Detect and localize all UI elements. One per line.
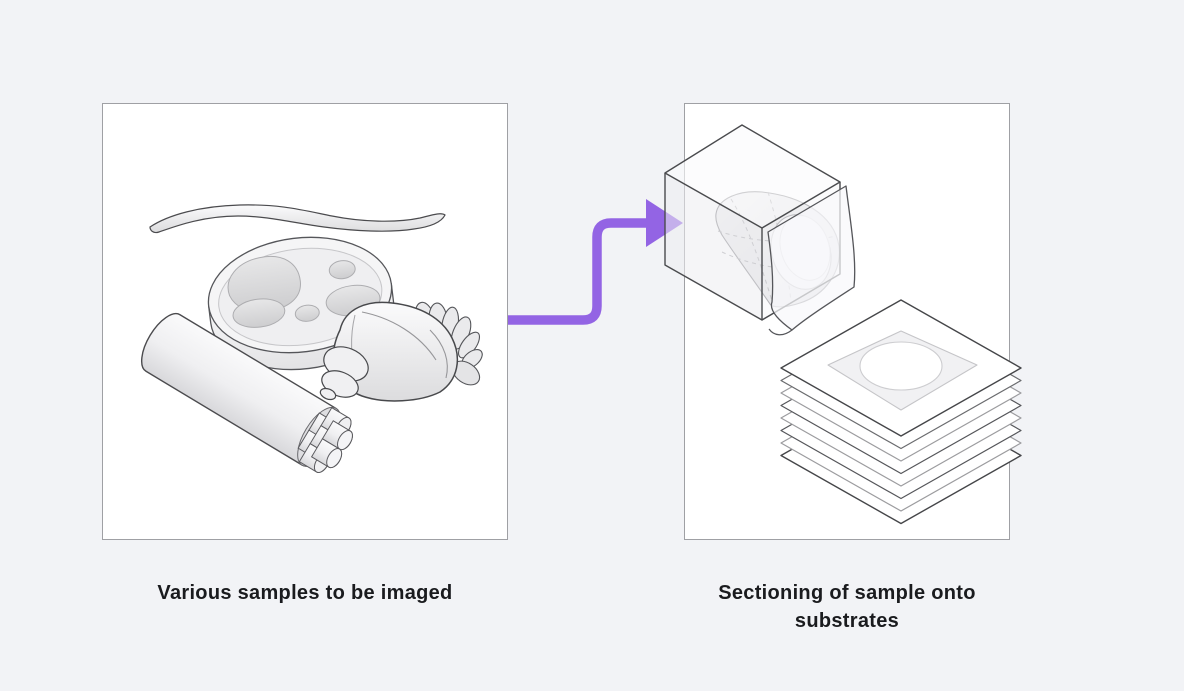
sectioning-panel — [684, 103, 1010, 540]
samples-caption: Various samples to be imaged — [157, 582, 453, 604]
flow-arrow — [508, 199, 683, 325]
samples-panel — [102, 103, 508, 540]
sectioning-caption: Sectioning of sample onto substrates — [718, 582, 976, 632]
